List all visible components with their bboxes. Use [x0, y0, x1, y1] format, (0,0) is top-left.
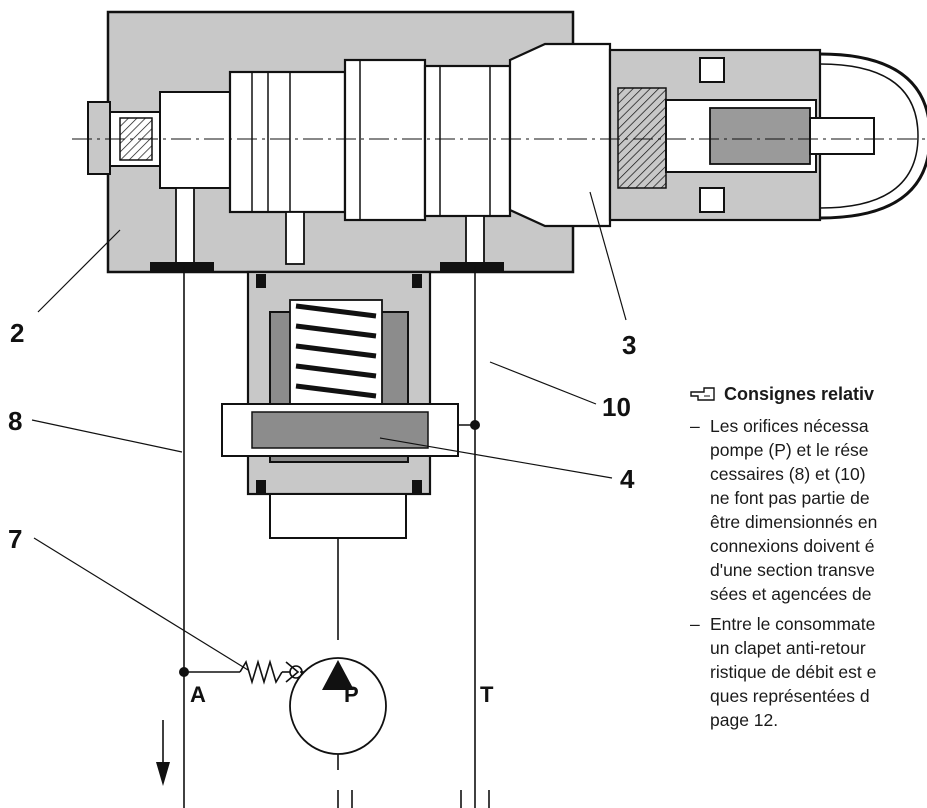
callout-7: 7: [8, 524, 22, 554]
note-item-2: – Entre le consommate un clapet anti-ret…: [690, 612, 927, 732]
notes-heading-text: Consignes relativ: [724, 384, 875, 404]
note-1-line: Les orifices nécessa: [710, 416, 869, 436]
note-1-line: connexions doivent é: [710, 536, 875, 556]
junction-dot-a: [179, 667, 189, 677]
valve-body: [87, 10, 612, 274]
note-2-line: ristique de débit est e: [710, 662, 877, 682]
note-2-line: ques représentées d: [710, 686, 870, 706]
note-1-line: d'une section transve: [710, 560, 875, 580]
callout-2: 2: [10, 318, 24, 348]
note-1-line: être dimensionnés en: [710, 512, 878, 532]
note-item-1: – Les orifices nécessa pompe (P) et le r…: [690, 414, 927, 606]
note-1-line: sées et agencées de: [710, 584, 872, 604]
callout-4: 4: [620, 464, 635, 494]
note-2-line: page 12.: [710, 710, 779, 730]
leader-lines: [31, 191, 627, 671]
installation-notes: Consignes relativ – Les orifices nécessa…: [690, 382, 927, 738]
notes-heading: Consignes relativ: [690, 382, 927, 406]
check-valve-symbol: [239, 659, 303, 685]
port-label-t: T: [480, 682, 494, 707]
callout-10: 10: [602, 392, 631, 422]
note-1-line: pompe (P) et le rése: [710, 440, 869, 460]
note-dash: –: [690, 614, 700, 634]
flow-arrow-icon: [156, 720, 170, 786]
note-1-line: ne font pas partie de: [710, 488, 870, 508]
note-dash: –: [690, 416, 700, 436]
compensator-spring: [295, 303, 377, 399]
callout-3: 3: [622, 330, 636, 360]
note-2-line: Entre le consommate: [710, 614, 876, 634]
callout-8: 8: [8, 406, 22, 436]
junction-dot-t: [470, 420, 480, 430]
pointing-hand-icon: [690, 387, 715, 401]
pilot-cartridge: [608, 48, 927, 222]
compensator-insert: [221, 270, 459, 539]
pump-symbol: [289, 657, 387, 755]
note-2-line: un clapet anti-retour: [710, 638, 866, 658]
port-label-a: A: [190, 682, 206, 707]
note-1-line: cessaires (8) et (10): [710, 464, 866, 484]
port-label-p: P: [344, 682, 359, 707]
